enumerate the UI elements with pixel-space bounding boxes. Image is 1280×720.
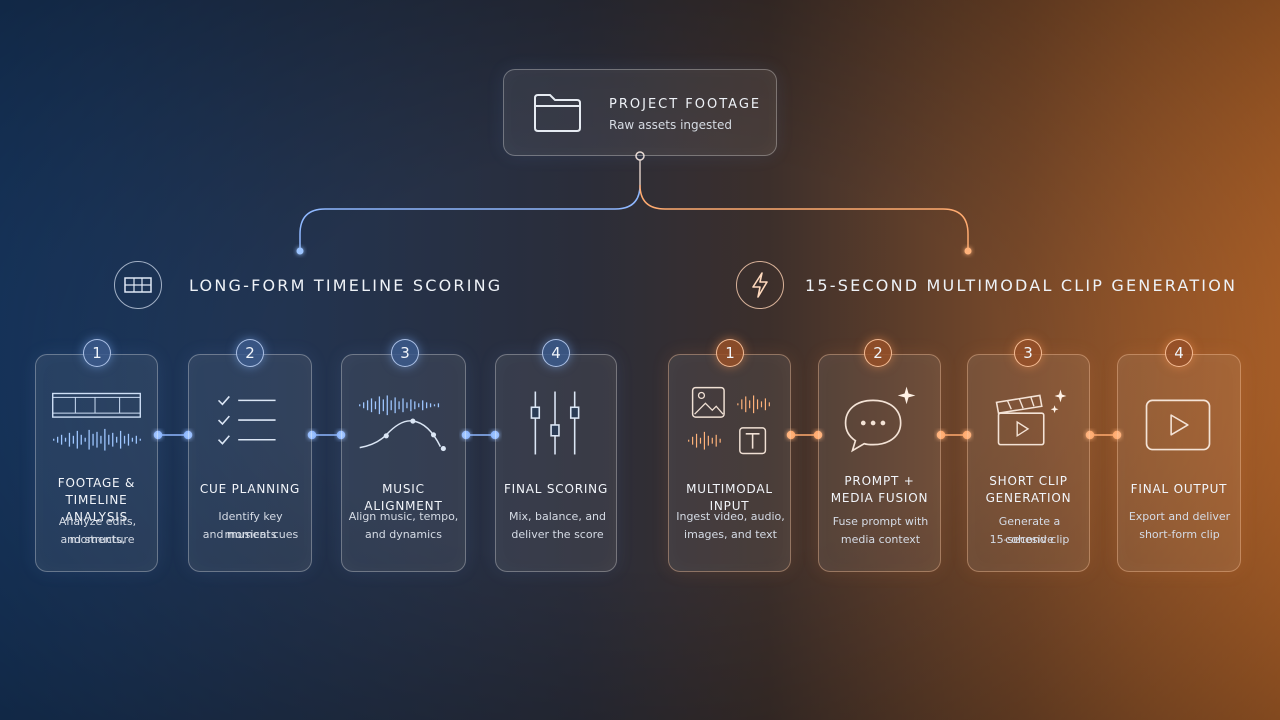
- right-branch-line: [639, 184, 969, 250]
- step-desc-line2: deliver the score: [511, 528, 604, 541]
- filmstrip-waveform-icon: [52, 392, 141, 451]
- step-title: CUE PLANNING: [199, 482, 301, 496]
- right-step-2-card: 2 PROMPT + MEDIA FUSION Fuse prompt with…: [818, 339, 941, 572]
- left-step-4-card: 4 FINAL SCORING Mix, balance, and delive…: [495, 339, 617, 572]
- step-desc-line1: Fuse prompt with: [832, 515, 929, 528]
- right-step-4-card: 4 FINAL OUTPUT Export and deliver short-…: [1117, 339, 1241, 572]
- waveform-curve-icon: [359, 395, 446, 452]
- step-title: FINAL OUTPUT: [1130, 482, 1228, 496]
- left-step-1-card: 1 FOOTAGE & TIMELINE ANALYSIS Analyze ed…: [35, 339, 158, 572]
- step-desc-line2: images, and text: [684, 528, 777, 541]
- filmstrip-icon: [114, 261, 162, 309]
- step-desc-line1: Align music, tempo,: [348, 510, 459, 523]
- left-step-2-card: 2 CUE PLANNING Identify key moments and …: [188, 339, 312, 572]
- left-branch-dot: [296, 247, 304, 255]
- right-section-title: 15-SECOND MULTIMODAL CLIP GENERATION: [805, 276, 1238, 295]
- step-title: FINAL SCORING: [503, 482, 609, 496]
- step-desc-line1: Identify key moments: [218, 510, 283, 541]
- right-step-connectors: [786, 430, 1122, 440]
- step-desc-line2: 15-second clip: [989, 533, 1070, 546]
- lightning-icon: [736, 261, 784, 309]
- step-desc-line2: and dynamics: [365, 528, 442, 541]
- step-number-badge: 3: [1014, 339, 1042, 367]
- left-step-3-card: 3 MUSIC ALIGNMENT Align music, tempo, an…: [341, 339, 466, 572]
- step-desc-line1: Ingest video, audio,: [676, 510, 785, 523]
- root-title: PROJECT FOOTAGE: [609, 97, 762, 112]
- folder-icon: [534, 94, 581, 132]
- left-section-title: LONG-FORM TIMELINE SCORING: [189, 276, 503, 295]
- text-icon: [739, 427, 767, 455]
- step-desc-line2: short-form clip: [1139, 528, 1220, 541]
- root-subtitle: Raw assets ingested: [609, 118, 732, 132]
- step-title-line1: SHORT CLIP: [989, 474, 1068, 488]
- left-branch-line: [299, 184, 641, 250]
- project-footage-card: PROJECT FOOTAGE Raw assets ingested: [503, 69, 777, 156]
- play-button-icon: [1145, 399, 1211, 451]
- step-desc-line1: Export and deliver: [1128, 510, 1231, 523]
- audio-wave-icon: [737, 395, 770, 414]
- step-title-line2: GENERATION: [985, 491, 1072, 505]
- step-title: MULTIMODAL INPUT: [686, 482, 773, 513]
- step-desc-line1: Mix, balance, and: [508, 510, 607, 523]
- right-step-1-card: 1 MULTIMODAL INPUT Ingest video, audio, …: [668, 339, 791, 572]
- step-number-badge: 4: [1165, 339, 1193, 367]
- chat-bubble-sparkle-icon: [844, 386, 916, 453]
- step-number-badge: 2: [864, 339, 892, 367]
- mixer-sliders-icon: [530, 391, 580, 455]
- step-desc-line1: Analyze edits, moments,: [58, 515, 137, 546]
- multimodal-icons: [688, 386, 770, 455]
- step-title-line2: MEDIA FUSION: [830, 491, 929, 505]
- audio-wave-icon: [688, 431, 721, 450]
- step-number-badge: 4: [542, 339, 570, 367]
- step-desc-line1: Generate a cohesive: [998, 515, 1061, 546]
- step-number-badge: 1: [83, 339, 111, 367]
- step-title: MUSIC ALIGNMENT: [364, 482, 443, 513]
- right-branch-dot: [964, 247, 972, 255]
- step-desc-line2: and structure: [60, 533, 135, 546]
- step-title-line2: TIMELINE ANALYSIS: [65, 493, 128, 524]
- image-icon: [691, 386, 725, 418]
- step-desc-line2: media context: [840, 533, 921, 546]
- clapperboard-icon: [995, 389, 1067, 446]
- root-node-dot: [635, 151, 645, 161]
- step-title-line1: FOOTAGE &: [57, 476, 136, 490]
- step-number-badge: 3: [391, 339, 419, 367]
- step-number-badge: 2: [236, 339, 264, 367]
- step-number-badge: 1: [716, 339, 744, 367]
- step-desc-line2: and musical cues: [202, 528, 299, 541]
- checklist-icon: [217, 395, 276, 445]
- left-step-connectors: [153, 430, 500, 440]
- step-title-line1: PROMPT +: [844, 474, 915, 488]
- right-step-3-card: 3 SHORT CLIP GENERATION Generate a cohes…: [967, 339, 1090, 572]
